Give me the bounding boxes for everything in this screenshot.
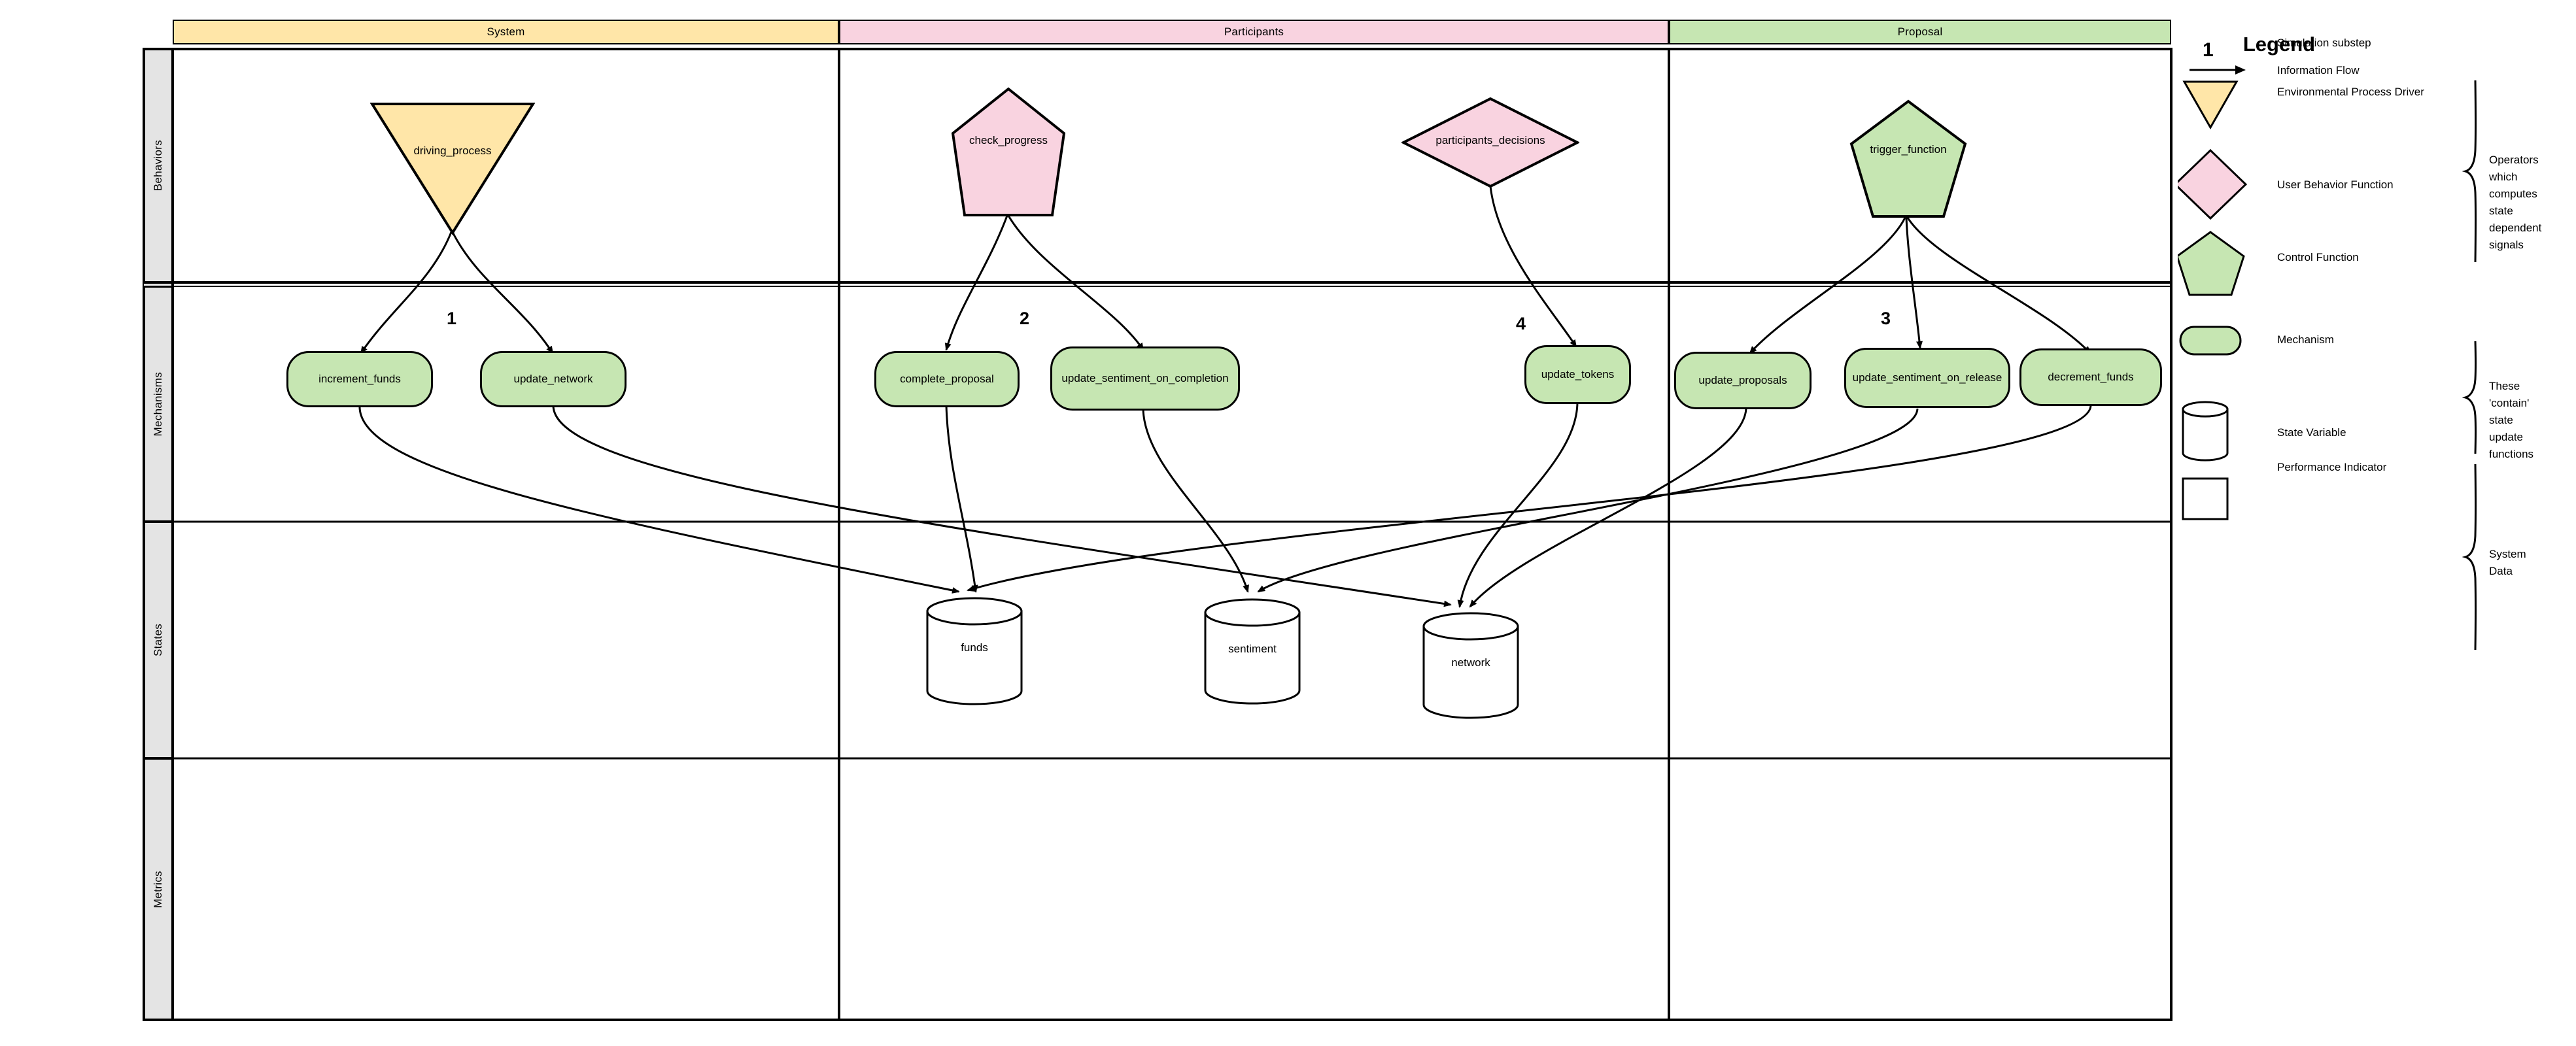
mechanism-node-update-sentiment-on-release-label: update_sentiment_on_release — [1852, 371, 2002, 384]
state-cylinder-sentiment — [1204, 598, 1301, 705]
mechanism-node-complete-proposal-label: complete_proposal — [900, 373, 994, 385]
environmental-process-driver-triangle-icon — [2182, 80, 2239, 130]
legend-label-user-behavior-function: User Behavior Function — [2277, 178, 2394, 191]
behavior-node-trigger-function[interactable]: trigger_function — [1849, 99, 1967, 218]
pentagon-icon — [951, 87, 1066, 216]
state-node-funds[interactable]: funds — [927, 637, 1022, 658]
state-node-network-label: network — [1451, 656, 1490, 669]
substep-number-2: 2 — [1020, 309, 1030, 328]
mechanism-node-update-network[interactable]: update_network — [480, 351, 627, 407]
mechanism-node-update-tokens-label: update_tokens — [1541, 368, 1615, 380]
legend-label-state-variable: State Variable — [2277, 426, 2346, 439]
legend-substep-sample: 1 — [2203, 39, 2214, 61]
substep-number-1: 1 — [447, 309, 457, 328]
mechanism-node-update-sentiment-on-completion-label: update_sentiment_on_completion — [1061, 372, 1229, 384]
mechanism-node-complete-proposal[interactable]: complete_proposal — [874, 351, 1020, 407]
state-variable-cylinder-icon — [2182, 401, 2229, 462]
mechanism-rounded-rect-icon — [2179, 326, 2242, 356]
diamond-icon — [1401, 97, 1579, 188]
legend-label-information-flow: Information Flow — [2277, 64, 2360, 76]
legend-label-mechanism: Mechanism — [2277, 333, 2334, 346]
legend-label-performance-indicator: Performance Indicator — [2277, 461, 2387, 473]
row-label-mechanisms: Mechanisms — [144, 286, 173, 522]
mechanism-node-decrement-funds-label: decrement_funds — [2048, 371, 2134, 383]
legend-panel: Legend — [2178, 13, 2576, 785]
row-label-metrics: Metrics — [144, 758, 173, 1020]
substep-number-3: 3 — [1881, 309, 1891, 328]
row-label-behaviors: Behaviors — [144, 49, 173, 282]
state-node-sentiment-label: sentiment — [1228, 643, 1277, 655]
column-header-proposal: Proposal — [1669, 20, 2171, 44]
mechanism-node-update-proposals[interactable]: update_proposals — [1674, 352, 1812, 409]
mechanism-node-increment-funds[interactable]: increment_funds — [286, 351, 433, 407]
legend-label-control-function: Control Function — [2277, 251, 2359, 263]
legend-title: Legend — [2242, 33, 2316, 56]
operators-brace — [2462, 80, 2477, 263]
column-header-proposal-label: Proposal — [1897, 25, 1943, 38]
column-header-participants-label: Participants — [1224, 25, 1284, 38]
performance-indicator-square-icon — [2182, 477, 2229, 520]
state-update-brace — [2462, 341, 2477, 454]
mechanism-node-update-sentiment-on-completion[interactable]: update_sentiment_on_completion — [1050, 346, 1240, 411]
row-label-states: States — [144, 522, 173, 758]
column-header-system: System — [173, 20, 839, 44]
state-node-sentiment[interactable]: sentiment — [1205, 639, 1299, 660]
triangle-down-icon — [370, 103, 535, 235]
legend-glyphs — [2178, 65, 2477, 650]
state-node-funds-label: funds — [961, 641, 988, 654]
information-flow-arrow-icon — [2190, 65, 2246, 75]
legend-label-simulation-substep: Simulation substep — [2277, 37, 2371, 49]
state-cylinder-network — [1422, 612, 1519, 719]
substep-number-4: 4 — [1516, 314, 1526, 333]
column-header-system-label: System — [487, 25, 525, 38]
mechanism-node-update-tokens[interactable]: update_tokens — [1524, 345, 1631, 404]
mechanism-node-update-sentiment-on-release[interactable]: update_sentiment_on_release — [1844, 348, 2010, 408]
state-cylinder-funds — [926, 597, 1023, 705]
user-behavior-function-diamond-icon — [2178, 148, 2248, 220]
behavior-node-driving-process[interactable]: driving_process — [370, 101, 535, 235]
column-header-participants: Participants — [839, 20, 1669, 44]
mechanism-node-decrement-funds[interactable]: decrement_funds — [2019, 348, 2162, 406]
mechanism-node-update-proposals-label: update_proposals — [1698, 374, 1787, 386]
legend-label-environmental-process-driver: Environmental Process Driver — [2277, 86, 2424, 98]
system-data-brace — [2462, 464, 2477, 650]
behavior-node-check-progress[interactable]: check_progress — [951, 87, 1066, 218]
mechanism-node-increment-funds-label: increment_funds — [318, 373, 401, 385]
state-node-network[interactable]: network — [1424, 652, 1518, 673]
mechanism-node-update-network-label: update_network — [513, 373, 593, 385]
pentagon-icon — [1849, 99, 1967, 218]
control-function-pentagon-icon — [2178, 231, 2245, 296]
behavior-node-participants-decisions[interactable]: participants_decisions — [1401, 97, 1579, 188]
